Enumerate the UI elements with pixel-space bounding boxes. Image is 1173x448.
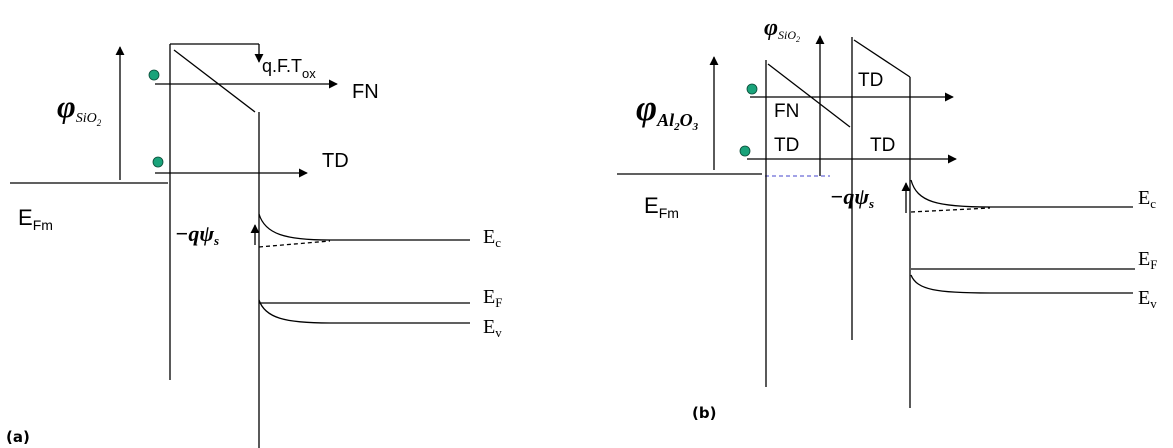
- panel-b-caption: (b): [692, 404, 716, 422]
- electron-fn-a: [148, 69, 160, 81]
- fn-label-b: FN: [774, 101, 799, 122]
- ec-label-b: Ec: [1138, 187, 1156, 211]
- panel-b: [617, 35, 1135, 408]
- ef-label-a: EF: [483, 286, 502, 310]
- td-label-a: TD: [322, 150, 349, 172]
- conduction-band-a: [258, 213, 470, 241]
- td-top-label-b: TD: [858, 70, 883, 91]
- efm-label-a: EFm: [18, 205, 53, 233]
- panel-a: [10, 43, 470, 448]
- conduction-band-dash-a: [258, 240, 331, 248]
- phi-sio2-label-b: φSiO2: [764, 15, 800, 44]
- conduction-band-dash-b: [910, 207, 991, 213]
- ec-label-a: Ec: [483, 226, 501, 250]
- al2o3-slope-b: [767, 63, 851, 128]
- panel-a-caption: (a): [6, 428, 30, 446]
- phi-sio2-label-a: φSiO2: [57, 88, 102, 128]
- electron-td-top-b: [746, 83, 758, 95]
- electron-td-bottom-b: [739, 145, 751, 157]
- fn-label-a: FN: [352, 81, 379, 103]
- phi-al2o3-label-b: φAl2O3: [636, 88, 699, 133]
- psi-label-a: −qψs: [175, 221, 219, 248]
- conduction-band-b: [910, 179, 1133, 208]
- ev-label-b: Ev: [1138, 287, 1157, 311]
- psi-label-b: −qψs: [830, 184, 874, 211]
- qftox-label-a: q.F.Tox: [262, 56, 316, 81]
- valence-band-b: [910, 274, 1133, 294]
- valence-band-a: [258, 299, 470, 324]
- oxide-barrier-slope-a: [173, 49, 256, 113]
- td-right-label-b: TD: [870, 135, 895, 156]
- efm-label-b: EFm: [644, 193, 679, 221]
- ef-label-b: EF: [1138, 248, 1157, 272]
- td-left-label-b: TD: [774, 135, 799, 156]
- electron-td-a: [152, 156, 164, 168]
- sio2-slope-b: [853, 39, 911, 78]
- ev-label-a: Ev: [483, 316, 502, 340]
